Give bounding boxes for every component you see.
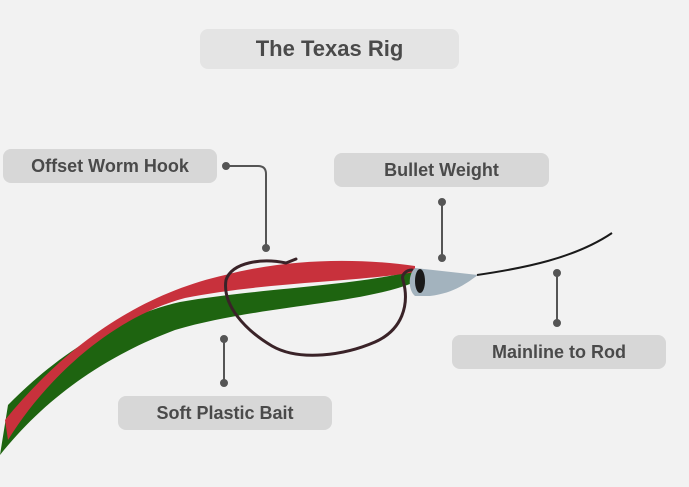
label-offset-worm-hook-text: Offset Worm Hook xyxy=(31,155,189,176)
label-soft-plastic-bait-text: Soft Plastic Bait xyxy=(156,402,294,423)
hook-leader-dot-end xyxy=(262,244,270,252)
label-bullet-weight-text: Bullet Weight xyxy=(384,159,499,180)
label-offset-worm-hook: Offset Worm Hook xyxy=(3,149,217,183)
bait-leader-dot-end xyxy=(220,379,228,387)
bullet-weight-hole xyxy=(415,269,425,293)
diagram-title: The Texas Rig xyxy=(200,29,459,69)
leader-lines xyxy=(220,162,561,387)
diagram-title-text: The Texas Rig xyxy=(255,36,404,61)
label-mainline-to-rod: Mainline to Rod xyxy=(452,335,666,369)
mainline-leader-dot-end xyxy=(553,319,561,327)
mainline xyxy=(476,232,613,276)
bullet-weight xyxy=(409,268,478,296)
label-bullet-weight: Bullet Weight xyxy=(334,153,549,187)
bait-bottom-layer xyxy=(0,270,415,455)
offset-worm-hook xyxy=(224,257,414,357)
hook-leader xyxy=(226,165,267,246)
label-soft-plastic-bait: Soft Plastic Bait xyxy=(118,396,332,430)
weight-leader-dot-end xyxy=(438,254,446,262)
label-mainline-to-rod-text: Mainline to Rod xyxy=(492,341,626,362)
